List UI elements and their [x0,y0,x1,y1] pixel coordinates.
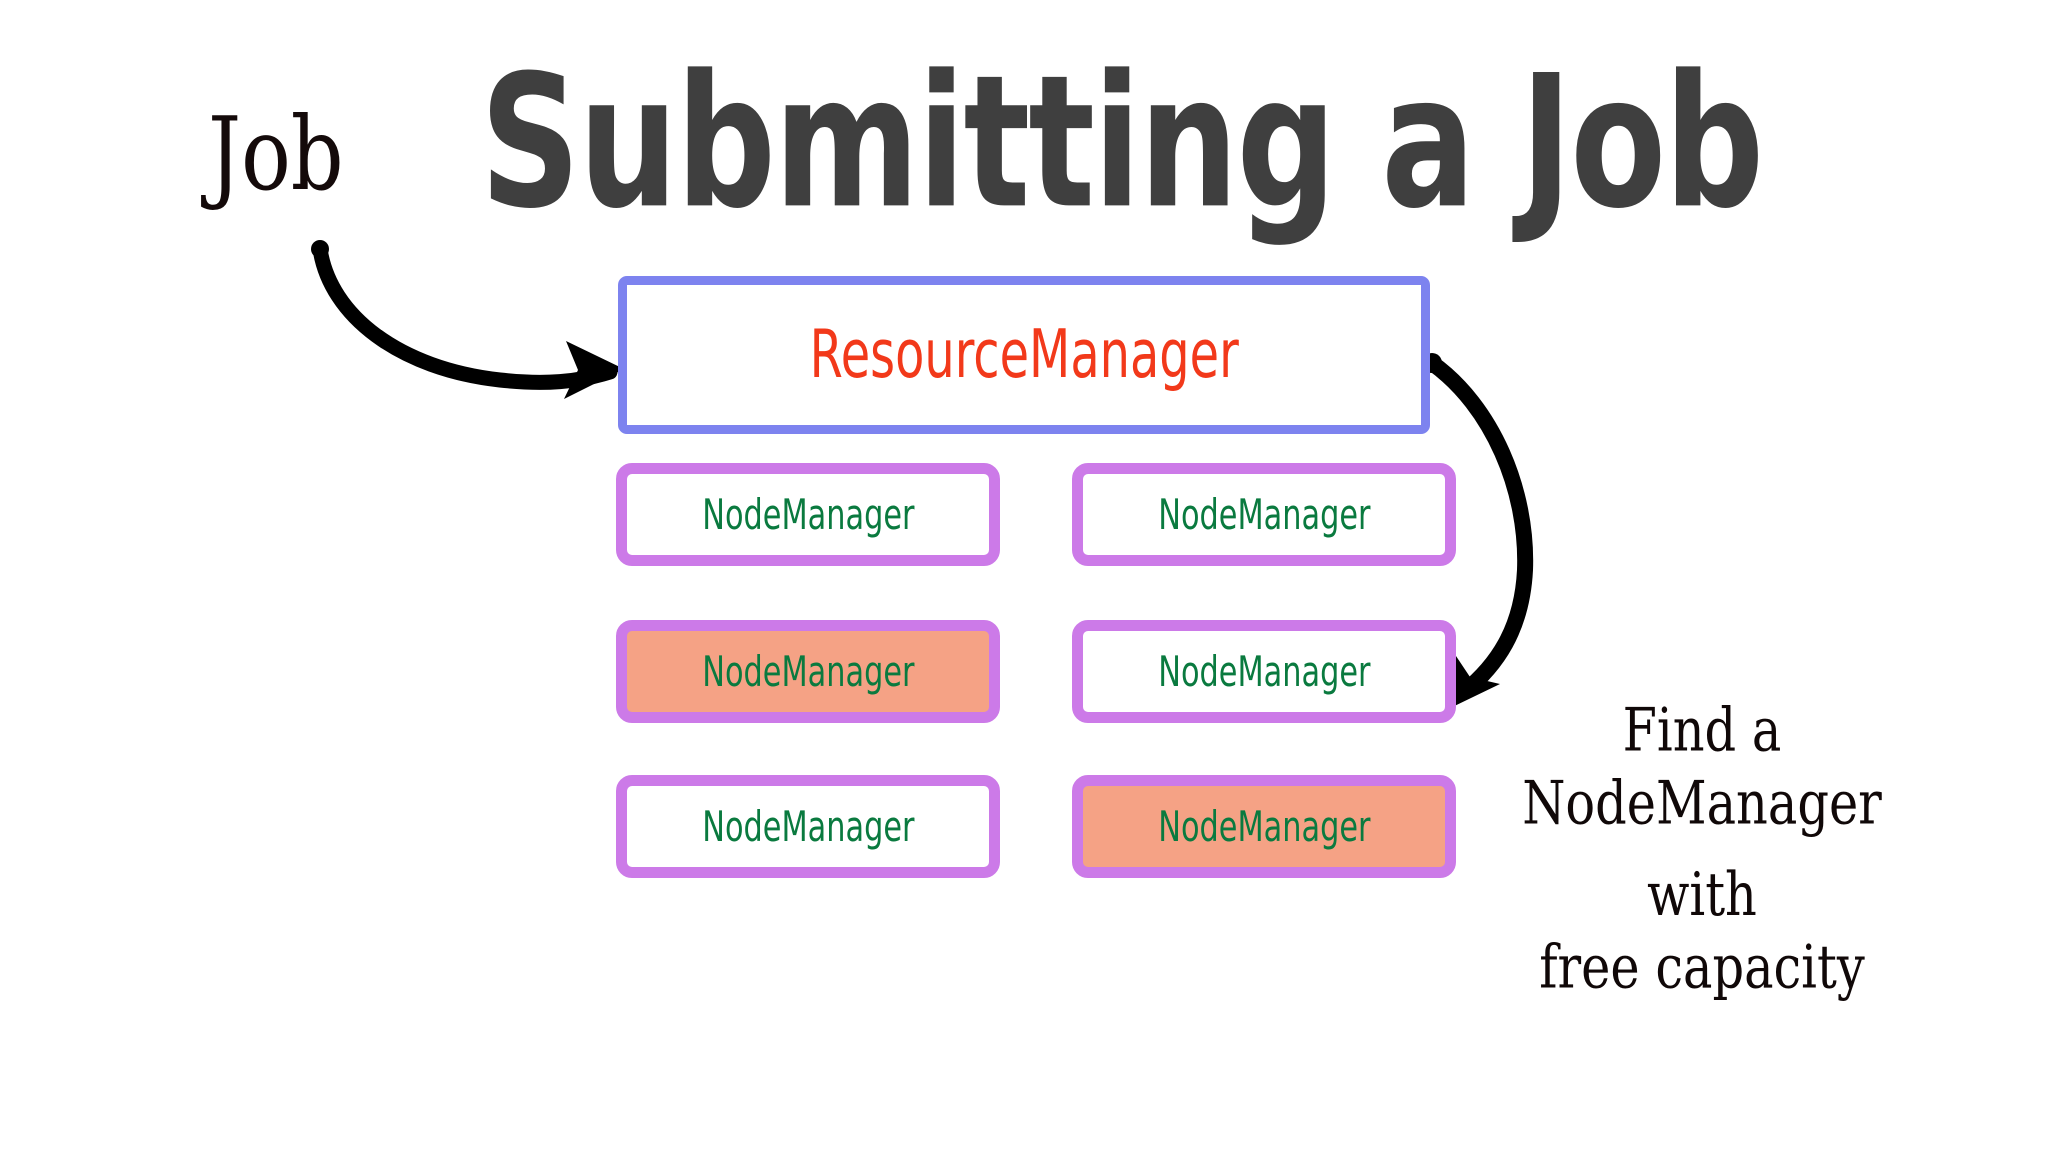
annotation-line-1: Find a [1622,696,1782,766]
annotation-line-3: free capacity [1539,933,1865,1003]
nodemanager-box-r2c1[interactable]: NodeManager [616,620,1000,723]
nodemanager-label: NodeManager [1157,646,1371,697]
nodemanager-box-r1c1[interactable]: NodeManager [616,463,1000,566]
nodemanager-label: NodeManager [701,489,915,540]
resourcemanager-box[interactable]: ResourceManager [618,276,1430,434]
nodemanager-label: NodeManager [1157,801,1371,852]
page-title: Submitting a Job [480,37,1764,250]
job-label: Job [208,96,344,214]
resourcemanager-label: ResourceManager [809,316,1239,394]
nodemanager-box-r1c2[interactable]: NodeManager [1072,463,1456,566]
nodemanager-box-r3c2[interactable]: NodeManager [1072,775,1456,878]
nodemanager-box-r3c1[interactable]: NodeManager [616,775,1000,878]
arrow-job-to-resourcemanager [311,240,624,399]
nodemanager-label: NodeManager [701,801,915,852]
nodemanager-box-r2c2[interactable]: NodeManager [1072,620,1456,723]
annotation-line-2: NodeManager with [1522,768,1882,931]
nodemanager-label: NodeManager [1157,489,1371,540]
nodemanager-label: NodeManager [701,646,915,697]
annotation-find-nodemanager: Find a NodeManager with free capacity [1452,692,1952,1008]
